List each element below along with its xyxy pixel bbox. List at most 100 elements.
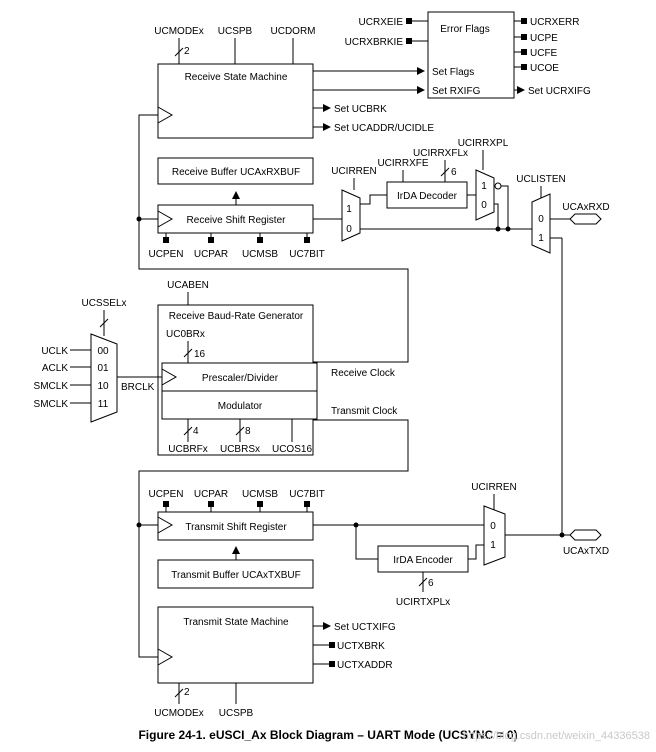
uc0brx-label: UC0BRx <box>166 329 205 340</box>
modulator-box <box>161 390 318 420</box>
tx-bus-width-6: 6 <box>428 578 434 589</box>
tx-ucspb-label: UCSPB <box>219 708 254 719</box>
ucfe-port <box>521 49 527 55</box>
prescaler-box <box>161 362 318 392</box>
ucirrxfe-label: UCIRRXFE <box>377 158 428 169</box>
rx-mux-input-0: 0 <box>346 224 352 235</box>
ucbrsx-label: UCBRSx <box>220 444 260 455</box>
ucssel-label: UCSSELx <box>81 298 126 309</box>
rx-ucpen-label: UCPEN <box>148 249 183 260</box>
rx-bus-width-2: 2 <box>184 46 190 57</box>
tx-mux-input-1: 1 <box>490 540 496 551</box>
uc0brx-bus-width: 16 <box>194 349 206 360</box>
tx-ucpar-port <box>208 501 214 507</box>
rx-bus-width-6: 6 <box>451 167 457 178</box>
ucrxeie-port <box>406 18 412 24</box>
spacer <box>522 236 532 238</box>
set-uctxifg-label: Set UCTXIFG <box>334 622 396 633</box>
junction-dot <box>136 216 142 222</box>
clock-select-mux <box>90 333 118 423</box>
baud-rate-generator-label: Receive Baud-Rate Generator <box>169 311 304 322</box>
set-ucrxifg-label: Set UCRXIFG <box>528 86 591 97</box>
transmit-clock-wire <box>138 419 409 658</box>
clock-input-triangle <box>161 368 178 386</box>
clock-input-triangle <box>157 210 174 228</box>
ucpe-port <box>521 34 527 40</box>
polarity-mux-input-0: 0 <box>481 200 487 211</box>
bus-slash <box>99 318 109 328</box>
ucoe-label: UCOE <box>530 63 559 74</box>
receive-buffer-label: Receive Buffer UCAxRXBUF <box>172 167 300 178</box>
rx-ucpen-port <box>163 237 169 243</box>
set-flags-label: Set Flags <box>432 67 474 78</box>
ucaben-label: UCABEN <box>167 280 209 291</box>
listen-mux <box>531 193 551 254</box>
ucirrxpl-label: UCIRRXPL <box>458 138 509 149</box>
receive-state-machine: Receive State Machine <box>157 63 314 139</box>
uctxbrk-port <box>329 642 335 648</box>
ucbrfx-label: UCBRFx <box>168 444 207 455</box>
polarity-in0-wire <box>494 203 499 229</box>
rx-ucmsb-label: UCMSB <box>242 249 278 260</box>
clock-source-aclk: ACLK <box>42 363 68 374</box>
tx-uc7bit-label: UC7BIT <box>289 489 325 500</box>
tx-ucmsb-label: UCMSB <box>242 489 278 500</box>
rx-mux-input-1: 1 <box>346 204 352 215</box>
ucfe-label: UCFE <box>530 48 558 59</box>
clock-code-01: 01 <box>97 363 109 374</box>
receive-clock-label: Receive Clock <box>331 368 396 379</box>
ucaxtxd-label: UCAxTXD <box>563 546 609 557</box>
transmit-buffer-label: Transmit Buffer UCAxTXBUF <box>171 570 300 581</box>
tx-bus-width-2: 2 <box>184 687 190 698</box>
bus-slash <box>174 47 184 57</box>
junction-dot <box>495 226 501 232</box>
irda-decoder-label: IrDA Decoder <box>397 191 458 202</box>
ucaxtxd-pin[interactable] <box>569 529 602 541</box>
clock-input-triangle <box>157 106 174 124</box>
modulator-label: Modulator <box>218 401 263 412</box>
clock-source-smclk-1: SMCLK <box>34 381 69 392</box>
rx-ucmodex-label: UCMODEx <box>154 26 203 37</box>
bus-slash <box>418 577 428 587</box>
error-flags-title: Error Flags <box>440 24 489 35</box>
clock-source-uclk: UCLK <box>41 346 68 357</box>
transmit-state-machine-box <box>157 606 314 684</box>
ucirrxflx-label: UCIRRXFLx <box>413 148 468 159</box>
prescaler-label: Prescaler/Divider <box>202 373 279 384</box>
ucbrsx-bus-width: 8 <box>245 426 251 437</box>
ucrxeie-label: UCRXEIE <box>359 17 404 28</box>
clock-input-triangle <box>157 648 174 666</box>
bus-slash <box>174 688 184 698</box>
tx-ucpen-label: UCPEN <box>148 489 183 500</box>
bus-slash <box>440 167 450 177</box>
clock-code-00: 00 <box>97 346 109 357</box>
transmit-shift-register-box <box>157 511 314 541</box>
transmit-buffer-box <box>157 559 314 589</box>
encoder-to-mux-wire <box>468 544 484 560</box>
transmit-state-machine-label: Transmit State Machine <box>183 617 289 628</box>
tx-ucpar-label: UCPAR <box>194 489 228 500</box>
figure-caption: Figure 24-1. eUSCI_Ax Block Diagram – UA… <box>138 728 517 742</box>
clock-code-10: 10 <box>97 381 109 392</box>
error-flags-box <box>427 11 515 99</box>
ucirtxplx-label: UCIRTXPLx <box>396 597 450 608</box>
rx-irda-mux <box>341 189 361 242</box>
ucoe-port <box>521 64 527 70</box>
bus-slash <box>235 426 245 436</box>
tx-ucpen-port <box>163 501 169 507</box>
set-rxifg-label: Set RXIFG <box>432 86 481 97</box>
junction-dot <box>136 522 142 528</box>
clock-code-11: 11 <box>98 399 109 410</box>
ucrxbrkie-label: UCRXBRKIE <box>345 37 404 48</box>
polarity-in1-wire <box>501 185 509 229</box>
polarity-mux <box>475 169 495 221</box>
tx-ucmodex-label: UCMODEx <box>154 708 203 719</box>
listen-mux-input-1: 1 <box>538 233 544 244</box>
uctxaddr-port <box>329 661 335 667</box>
tx-uc7bit-port <box>304 501 310 507</box>
ucaxrxd-pin[interactable] <box>569 213 602 225</box>
rx-ucmsb-port <box>257 237 263 243</box>
watermark: https://blog.csdn.net/weixin_44336538 <box>463 730 650 742</box>
rx-ucirren-label: UCIRREN <box>331 166 377 177</box>
